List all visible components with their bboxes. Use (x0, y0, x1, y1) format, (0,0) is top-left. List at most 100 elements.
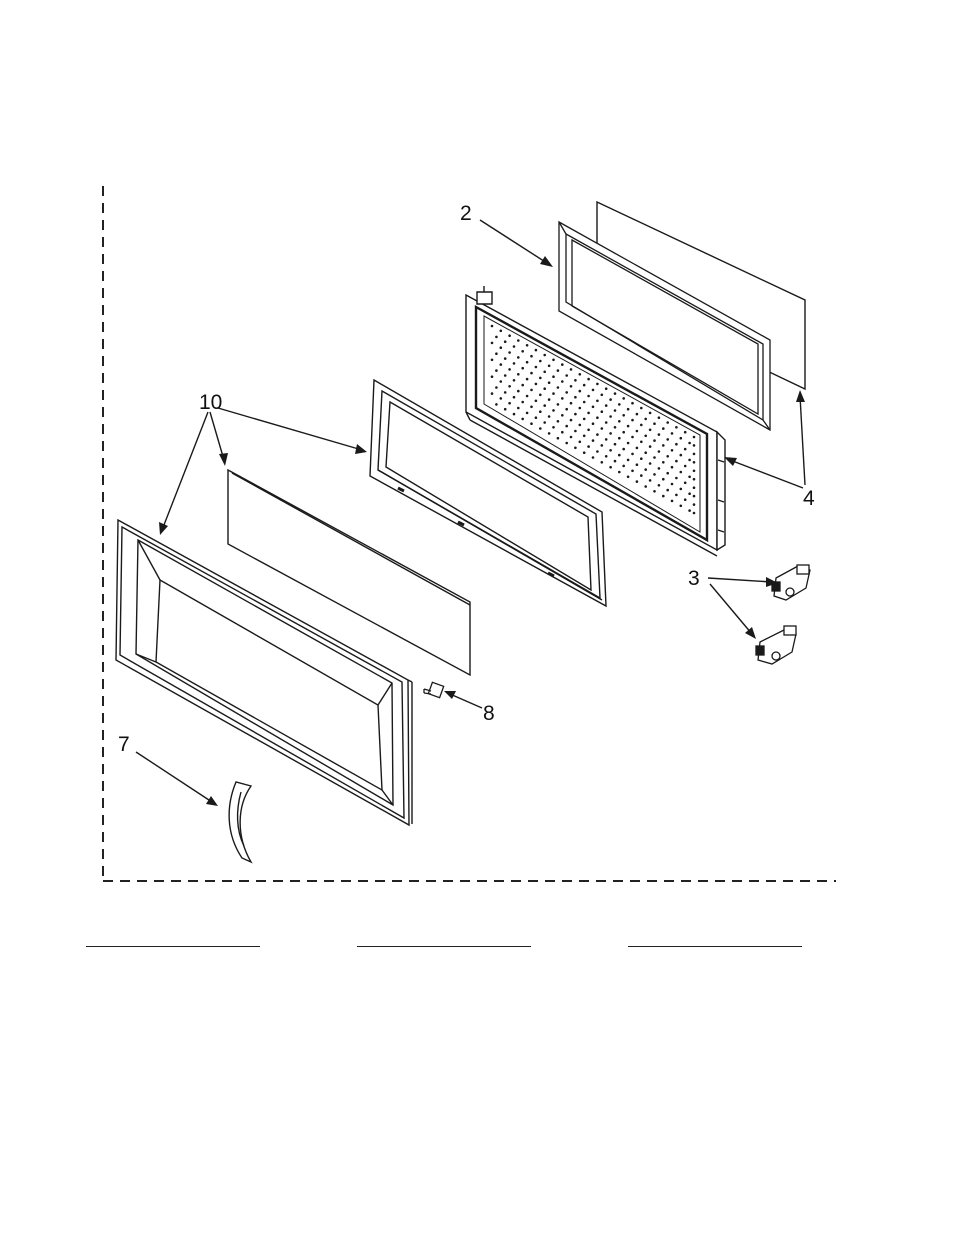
perforation-hole (640, 457, 643, 460)
perforation-hole (640, 424, 643, 427)
callout-7: 7 (118, 733, 130, 756)
perforation-hole (552, 392, 555, 395)
perforation-hole (587, 395, 590, 398)
perforation-hole (622, 465, 625, 468)
perforation-hole (513, 379, 516, 382)
perforation-hole (513, 396, 516, 399)
perforation-hole (504, 374, 507, 377)
perforation-hole (535, 349, 538, 352)
perforation-hole (535, 400, 538, 403)
perforation-hole (508, 385, 511, 388)
latch-upper (772, 565, 810, 600)
perforation-hole (693, 453, 696, 456)
perforation-hole (508, 351, 511, 354)
perforation-hole (592, 389, 595, 392)
perforation-hole (649, 462, 652, 465)
perforation-hole (535, 383, 538, 386)
perforation-hole (636, 463, 639, 466)
perforation-hole (653, 439, 656, 442)
perforation-hole (688, 509, 691, 512)
perforation-hole (671, 483, 674, 486)
perforation-hole (579, 441, 582, 444)
perforation-hole (684, 465, 687, 468)
perforation-hole (491, 392, 494, 395)
perforation-hole (666, 421, 669, 424)
perforation-hole (557, 386, 560, 389)
callout-4: 4 (803, 487, 815, 510)
perforation-hole (601, 444, 604, 447)
perforation-hole (565, 391, 568, 394)
perforation-hole (693, 495, 696, 498)
perforation-hole (592, 439, 595, 442)
perforation-hole (688, 476, 691, 479)
perforation-hole (653, 456, 656, 459)
perforation-hole (587, 445, 590, 448)
perforation-hole (548, 365, 551, 368)
perforation-hole (662, 444, 665, 447)
perforation-hole (693, 512, 696, 515)
perforation-hole (570, 419, 573, 422)
perforation-hole (557, 437, 560, 440)
perforation-hole (561, 431, 564, 434)
perforation-hole (680, 471, 683, 474)
perforation-hole (583, 401, 586, 404)
perforation-hole (605, 438, 608, 441)
perforation-hole (675, 460, 678, 463)
perforation-hole (565, 408, 568, 411)
perforation-hole (561, 414, 564, 417)
perforation-hole (539, 360, 542, 363)
perforation-hole (548, 415, 551, 418)
perforation-hole (587, 429, 590, 432)
perforation-hole (592, 456, 595, 459)
perforation-hole (631, 402, 634, 405)
blank-line-right (628, 946, 802, 947)
perforation-hole (693, 486, 696, 489)
perforation-hole (596, 450, 599, 453)
perforation-hole (653, 473, 656, 476)
perforation-hole (653, 490, 656, 493)
perforation-hole (675, 477, 678, 480)
perforation-hole (693, 470, 696, 473)
perforation-hole (649, 429, 652, 432)
perforation-hole (671, 466, 674, 469)
perforation-hole (561, 380, 564, 383)
perforation-hole (649, 479, 652, 482)
callout-2: 2 (460, 202, 472, 225)
perforation-hole (622, 397, 625, 400)
perforation-hole (543, 354, 546, 357)
perforation-hole (609, 466, 612, 469)
perforation-hole (605, 387, 608, 390)
perforation-hole (671, 500, 674, 503)
perforation-hole (570, 368, 573, 371)
perforation-hole (644, 485, 647, 488)
perforation-hole (530, 406, 533, 409)
perforation-hole (636, 447, 639, 450)
perforation-hole (557, 403, 560, 406)
perforation-hole (526, 395, 529, 398)
perforation-hole (693, 444, 696, 447)
perforation-hole (636, 413, 639, 416)
perforation-hole (495, 386, 498, 389)
perforation-hole (570, 402, 573, 405)
perforation-hole (535, 416, 538, 419)
perforation-hole (596, 433, 599, 436)
perforation-hole (517, 373, 520, 376)
perforation-hole (649, 445, 652, 448)
perforation-hole (491, 375, 494, 378)
perforation-hole (653, 422, 656, 425)
perforation-hole (504, 340, 507, 343)
perforation-hole (579, 424, 582, 427)
perforation-hole (583, 418, 586, 421)
perforation-hole (662, 495, 665, 498)
perforation-hole (596, 416, 599, 419)
perforation-hole (609, 398, 612, 401)
perforation-hole (570, 385, 573, 388)
perforation-hole (574, 413, 577, 416)
perforation-hole (517, 407, 520, 410)
perforation-hole (644, 451, 647, 454)
perforation-hole (521, 350, 524, 353)
perforation-hole (574, 430, 577, 433)
perforation-hole (662, 427, 665, 430)
perforation-hole (666, 455, 669, 458)
